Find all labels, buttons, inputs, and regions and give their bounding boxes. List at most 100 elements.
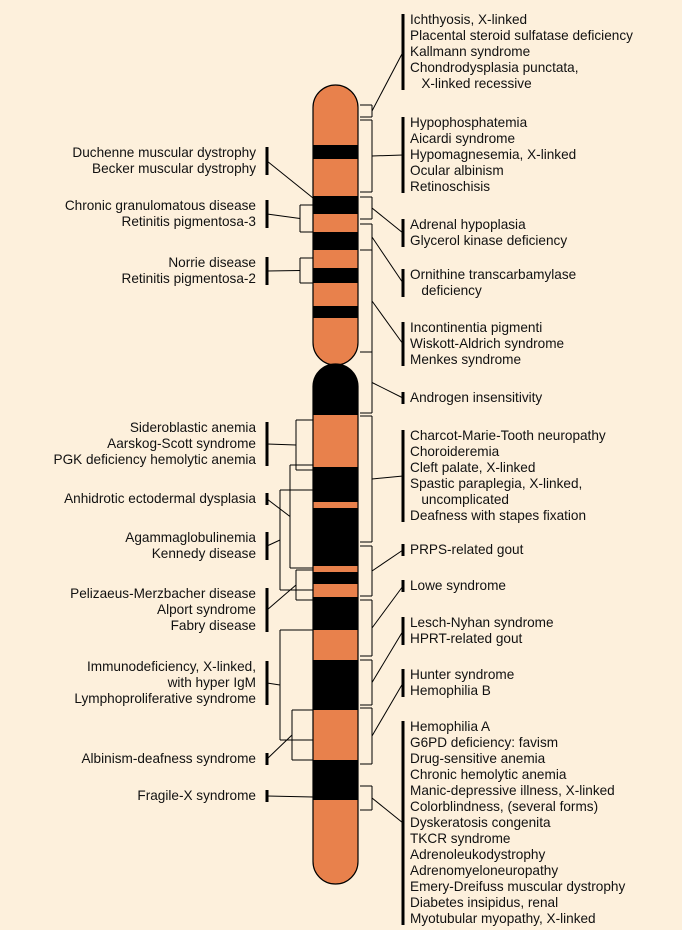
connector-line [371, 207, 404, 234]
dark-band [313, 597, 358, 630]
left-label-line: Retinitis pigmentosa-3 [121, 214, 257, 229]
right-label-line: Myotubular myopathy, X-linked [410, 911, 596, 926]
short-arm-outline [312, 84, 359, 366]
right-label-line: Hemophilia A [410, 719, 491, 734]
right-label-line: Ornithine transcarbamylase [410, 267, 577, 282]
left-label-line: Sideroblastic anemia [129, 420, 256, 435]
long-arm-outline [312, 363, 359, 885]
connector-line [266, 584, 297, 611]
left-label-line: Alport syndrome [157, 602, 256, 617]
right-label-line: Emery-Dreifuss muscular dystrophy [410, 879, 626, 894]
left-label-line: Becker muscular dystrophy [92, 161, 256, 176]
right-label-line: Chondrodysplasia punctata, [410, 60, 579, 75]
left-label-line: with hyper IgM [156, 675, 256, 690]
left-label-line: Fragile-X syndrome [137, 788, 256, 803]
right-label-line: Aicardi syndrome [410, 131, 516, 146]
dark-band [313, 306, 358, 318]
right-label-line: Hunter syndrome [410, 667, 515, 682]
right-label-line: Cleft palate, X-linked [410, 460, 536, 475]
right-label-line: uncomplicated [410, 492, 509, 507]
right-group-8: PRPS-related gout [410, 542, 523, 558]
right-group-9: Lowe syndrome [410, 578, 506, 594]
right-label-line: Incontinentia pigmenti [410, 320, 543, 335]
light-band [313, 85, 358, 365]
right-label-line: Hypophosphatemia [410, 115, 528, 130]
connector-line [266, 443, 297, 446]
right-label-line: G6PD deficiency: favism [410, 735, 559, 750]
right-label-line: Adrenomyeloneuropathy [410, 863, 559, 878]
right-label-line: Colorblindness, (several forms) [410, 799, 599, 814]
dark-band [313, 660, 358, 710]
dark-band [313, 572, 358, 584]
connector-line [371, 797, 404, 824]
left-label-line: Fabry disease [170, 618, 256, 633]
connector-line [266, 734, 293, 760]
connector-line [371, 630, 404, 683]
right-label-line: Adrenoleukodystrophy [410, 847, 546, 862]
left-label-line: Agammaglobulinemia [125, 530, 256, 545]
dark-band [313, 268, 358, 283]
right-label-line: Drug-sensitive anemia [410, 751, 546, 766]
connector-line [371, 585, 404, 629]
right-label-line: Androgen insensitivity [410, 390, 543, 405]
connector-line [371, 549, 404, 572]
right-label-line: Retinoschisis [410, 179, 491, 194]
left-label-line: Pelizaeus-Merzbacher disease [70, 586, 256, 601]
right-label-line: Hemophilia B [410, 683, 491, 698]
right-label-line: Menkes syndrome [410, 352, 522, 367]
dark-band [313, 467, 358, 502]
right-label-line: Kallmann syndrome [410, 44, 531, 59]
connector-line [266, 539, 281, 547]
right-label-line: HPRT-related gout [410, 631, 523, 646]
connector-line [266, 160, 314, 199]
right-label-line: Manic-depressive illness, X-linked [410, 783, 615, 798]
right-label-line: Lowe syndrome [410, 578, 506, 593]
right-label-line: deficiency [410, 283, 482, 298]
left-group-5: Anhidrotic ectodermal dysplasia [64, 491, 256, 507]
connector-line [266, 270, 301, 272]
right-label-line: Placental steroid sulfatase deficiency [410, 28, 633, 43]
right-label-line: Chronic hemolytic anemia [410, 767, 567, 782]
connector-line [371, 682, 404, 737]
left-label-line: Chronic granulomatous disease [64, 198, 256, 213]
right-label-line: Dyskeratosis congenita [410, 815, 551, 830]
right-label-line: X-linked recessive [410, 76, 532, 91]
dark-band [313, 145, 358, 159]
dark-band [313, 508, 358, 566]
dark-band [313, 760, 358, 800]
connector-line [371, 300, 404, 345]
left-group-10: Fragile-X syndrome [137, 788, 256, 804]
right-label-line: Wiskott-Aldrich syndrome [410, 336, 565, 351]
connector-line [266, 795, 314, 798]
connector-line [371, 236, 404, 284]
left-label-line: Lymphoproliferative syndrome [74, 691, 256, 706]
connector-line [266, 213, 301, 219]
right-label-line: Diabetes insipidus, renal [410, 895, 559, 910]
connector-lines [265, 14, 405, 925]
dark-band [313, 196, 358, 214]
right-label-line: Charcot-Marie-Tooth neuropathy [410, 428, 606, 443]
connector-line [266, 498, 291, 517]
left-label-line: Anhidrotic ectodermal dysplasia [64, 491, 256, 506]
chromosome-short-arm [313, 85, 358, 365]
left-label-line: Norrie disease [168, 255, 256, 270]
left-label-line: Duchenne muscular dystrophy [72, 145, 256, 160]
right-label-line: Ichthyosis, X-linked [410, 12, 528, 27]
right-label-line: Lesch-Nyhan syndrome [410, 615, 554, 630]
left-group-9: Albinism-deafness syndrome [81, 751, 256, 767]
